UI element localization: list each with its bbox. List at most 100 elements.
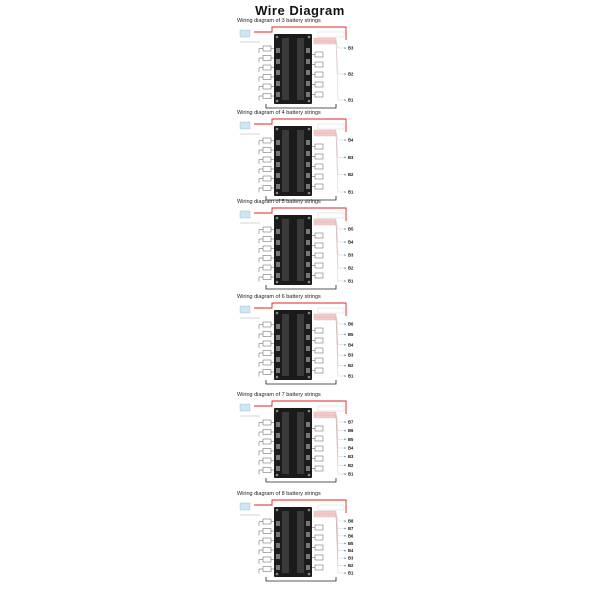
balance-lead — [335, 220, 345, 230]
cell-connector — [262, 147, 272, 153]
terminal-label: B6 — [348, 533, 354, 538]
board-pad — [276, 81, 280, 86]
board-pad — [306, 324, 310, 329]
cell-loop — [258, 187, 263, 193]
board-pad — [306, 554, 310, 559]
cell-connector — [262, 226, 272, 233]
mount-hole — [307, 35, 311, 39]
balance-lead — [335, 315, 345, 325]
board-pad — [276, 162, 280, 167]
board-pad — [306, 335, 310, 340]
terminal-dot — [344, 254, 346, 256]
output-connector — [314, 425, 324, 432]
negative-wire — [265, 104, 337, 109]
mount-hole — [275, 35, 279, 39]
cell-connector — [262, 264, 272, 271]
cell-loop — [258, 431, 263, 437]
terminal-dot — [344, 375, 346, 377]
port-box — [239, 305, 251, 314]
board-pad — [306, 173, 310, 178]
mount-hole — [307, 280, 311, 284]
terminal-dot — [344, 572, 346, 574]
output-connector — [314, 347, 324, 354]
board-heatsink — [282, 412, 289, 474]
cell-loop — [258, 178, 263, 183]
terminal-label: B1 — [348, 190, 354, 195]
cell-loop — [258, 333, 263, 339]
cell-loop — [258, 549, 263, 555]
positive-wire — [254, 207, 347, 221]
board-heatsink — [282, 314, 289, 376]
terminal-label: B4 — [348, 342, 354, 347]
cell-loop — [258, 267, 263, 272]
terminal-dot — [344, 535, 346, 537]
cell-loop — [258, 352, 263, 358]
panel-label: Wiring diagram of 4 battery strings — [237, 110, 321, 116]
terminal-dot — [344, 267, 346, 269]
board-pad — [306, 521, 310, 526]
cell-connector — [262, 528, 272, 534]
mount-hole — [275, 99, 279, 103]
panel-label: Wiring diagram of 5 battery strings — [237, 199, 321, 205]
board-pad — [276, 346, 280, 351]
output-connector — [314, 81, 324, 88]
output-connector — [314, 173, 324, 180]
output-connector — [314, 465, 324, 472]
board-pad — [276, 240, 280, 245]
output-connector — [314, 61, 324, 68]
board-pad — [276, 444, 280, 449]
board-pad — [276, 251, 280, 256]
cell-connector — [262, 166, 272, 172]
mount-hole — [275, 280, 279, 284]
board-pad — [306, 273, 310, 278]
output-connector — [314, 143, 324, 150]
board-pad — [276, 554, 280, 559]
terminal-dot — [344, 549, 346, 552]
cell-loop — [258, 248, 263, 253]
board-pad — [306, 59, 310, 64]
cell-loop — [258, 559, 263, 564]
board-pad — [276, 521, 280, 526]
board-pad — [306, 151, 310, 156]
cell-loop — [258, 530, 263, 536]
terminal-label: B2 — [348, 172, 354, 177]
board-pad — [276, 184, 280, 189]
cell-connector — [262, 419, 272, 426]
cell-connector — [262, 55, 272, 61]
board-pad — [306, 229, 310, 234]
terminal-dot — [344, 173, 346, 176]
cell-connector — [262, 137, 272, 144]
terminal-dot — [344, 280, 346, 282]
mount-hole — [307, 127, 311, 131]
cell-connector — [262, 547, 272, 553]
balance-lead — [335, 133, 345, 158]
board-pad — [306, 70, 310, 75]
mount-hole — [307, 409, 311, 413]
terminal-label: B1 — [348, 472, 354, 477]
output-connector — [314, 242, 324, 249]
mount-hole — [307, 508, 311, 512]
output-connector — [314, 71, 324, 78]
port-box — [239, 403, 251, 412]
balance-lead — [335, 416, 345, 440]
terminal-dot — [344, 520, 346, 522]
board-pad — [276, 173, 280, 178]
mount-hole — [307, 375, 311, 379]
output-connector — [314, 153, 324, 160]
terminal-dot — [344, 429, 346, 432]
harness-caption-box — [317, 212, 345, 219]
cell-connector — [262, 429, 272, 435]
port-box — [239, 29, 251, 38]
mount-hole — [307, 99, 311, 103]
board-pad — [306, 422, 310, 427]
board-pad — [276, 357, 280, 362]
terminal-dot — [344, 47, 346, 49]
board-pad — [306, 532, 310, 537]
output-connector — [314, 534, 324, 541]
output-connector — [314, 163, 324, 170]
terminal-dot — [344, 455, 346, 458]
harness-caption-box — [317, 123, 345, 130]
